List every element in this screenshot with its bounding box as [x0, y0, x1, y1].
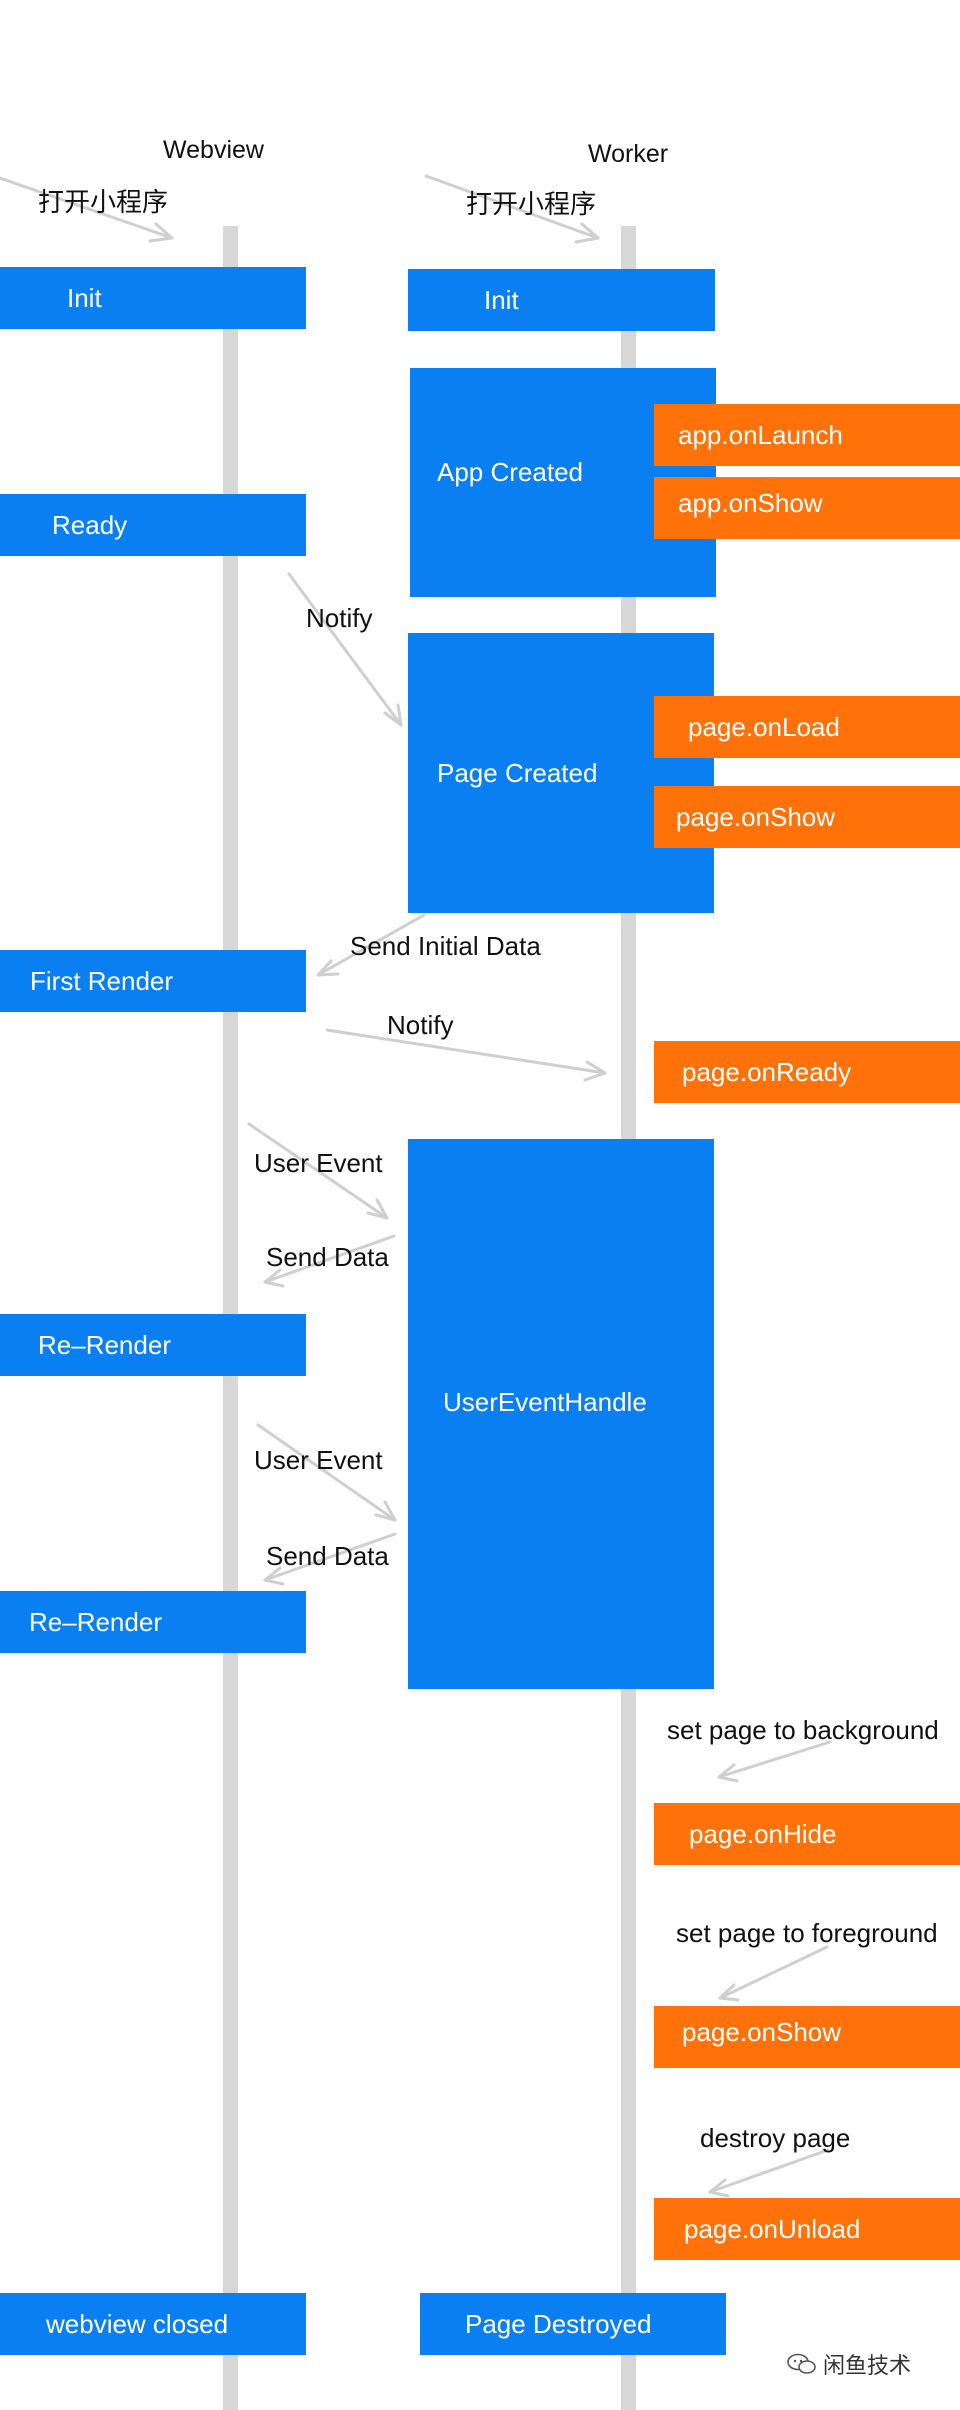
open-miniprogram-label-worker: 打开小程序 — [466, 189, 597, 219]
first-render-label: First Render — [30, 965, 174, 996]
chat-icon — [787, 2353, 816, 2374]
destroy-page-label: destroy page — [700, 2123, 851, 2153]
notify-label-2: Notify — [387, 1010, 454, 1040]
hook-page-onshow-1-label: page.onShow — [676, 801, 836, 832]
watermark-text: 闲鱼技术 — [823, 2353, 912, 2378]
hook-app-onshow-label: app.onShow — [678, 487, 823, 518]
notify-label-1: Notify — [306, 603, 373, 633]
re-render-label-1: Re–Render — [38, 1329, 171, 1360]
arrow-user-event-2 — [256, 1423, 397, 1522]
user-event-handle-label: UserEventHandle — [443, 1386, 647, 1417]
send-data-label-1: Send Data — [266, 1242, 389, 1272]
webview-ready-label: Ready — [52, 509, 128, 540]
send-data-label-2: Send Data — [266, 1541, 389, 1571]
arrow-set-foreground — [718, 1945, 829, 2002]
arrow-notify-1 — [287, 572, 403, 727]
hook-page-onunload: page.onUnload — [654, 2198, 960, 2260]
watermark: 闲鱼技术 — [787, 2348, 911, 2380]
arrow-send-data-1 — [263, 1234, 396, 1288]
worker-lane-title: Worker — [588, 140, 669, 168]
webview-ready-box: Ready — [0, 494, 306, 556]
open-miniprogram-label-webview: 打开小程序 — [38, 187, 169, 217]
hook-page-onload: page.onLoad — [654, 696, 960, 758]
arrow-set-background — [717, 1740, 832, 1783]
worker-init-label: Init — [484, 284, 519, 315]
hook-page-onready-label: page.onReady — [682, 1056, 852, 1087]
set-foreground-label: set page to foreground — [676, 1918, 938, 1948]
hook-page-onhide: page.onHide — [654, 1803, 960, 1865]
arrow-user-event-1 — [247, 1122, 389, 1220]
hook-app-onlaunch: app.onLaunch — [654, 404, 960, 466]
hook-page-onshow-2: page.onShow — [654, 2006, 960, 2068]
arrow-send-initial-data — [316, 913, 426, 977]
page-destroyed-box: Page Destroyed — [420, 2293, 726, 2355]
hook-page-onshow-1: page.onShow — [654, 786, 960, 848]
arrow-open-worker — [424, 174, 600, 244]
page-created-label: Page Created — [437, 757, 598, 788]
user-event-label-1: User Event — [254, 1148, 383, 1178]
hook-page-onhide-label: page.onHide — [689, 1818, 837, 1849]
worker-init-box: Init — [408, 269, 715, 331]
send-initial-data-label: Send Initial Data — [350, 931, 541, 961]
hook-app-onshow: app.onShow — [654, 477, 960, 539]
hook-page-onunload-label: page.onUnload — [684, 2213, 861, 2244]
re-render-label-2: Re–Render — [29, 1606, 162, 1637]
re-render-box-1: Re–Render — [0, 1314, 306, 1376]
user-event-label-2: User Event — [254, 1445, 383, 1475]
set-background-label: set page to background — [667, 1715, 939, 1745]
hook-app-onlaunch-label: app.onLaunch — [678, 419, 843, 450]
arrow-destroy-page — [708, 2148, 830, 2198]
first-render-box: First Render — [0, 950, 306, 1012]
app-created-label: App Created — [437, 457, 583, 487]
webview-init-label: Init — [67, 282, 102, 313]
hook-page-onload-label: page.onLoad — [688, 711, 840, 742]
page-destroyed-label: Page Destroyed — [465, 2308, 652, 2339]
arrow-send-data-2 — [263, 1532, 397, 1586]
hook-page-onshow-2-label: page.onShow — [682, 2016, 842, 2047]
hook-page-onready: page.onReady — [654, 1041, 960, 1103]
webview-closed-label: webview closed — [46, 2308, 229, 2339]
arrow-notify-2 — [325, 1028, 607, 1082]
re-render-box-2: Re–Render — [0, 1591, 306, 1653]
user-event-handle-box: UserEventHandle — [408, 1139, 714, 1689]
page-created-box: Page Created — [408, 633, 714, 913]
webview-init-box: Init — [0, 267, 306, 329]
webview-lane-title: Webview — [163, 136, 264, 164]
arrow-open-webview — [0, 176, 174, 243]
webview-closed-box: webview closed — [0, 2293, 306, 2355]
